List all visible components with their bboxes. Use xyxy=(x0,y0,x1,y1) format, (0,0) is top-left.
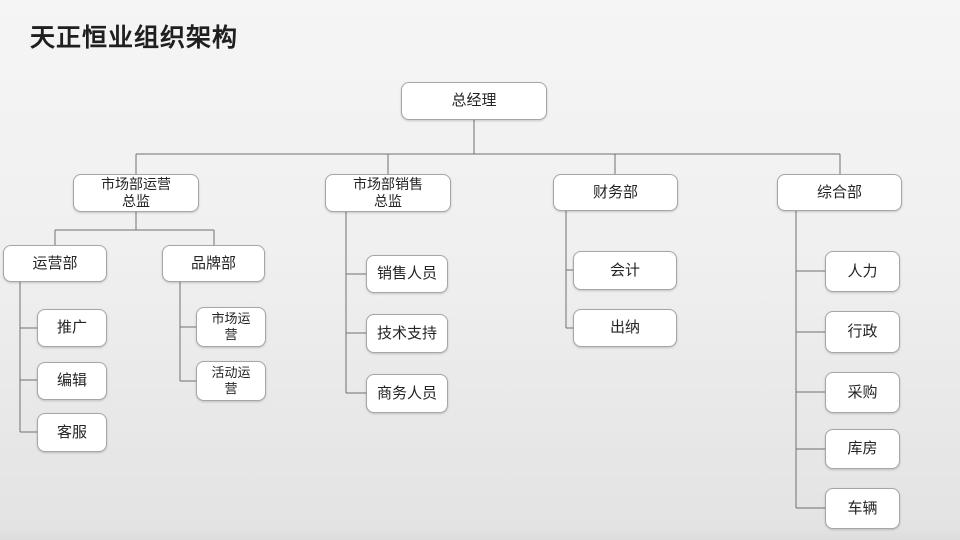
org-node-tech-support: 技术支持 xyxy=(366,314,448,353)
org-node-promotion: 推广 xyxy=(37,309,107,347)
org-node-customer-service: 客服 xyxy=(37,413,107,452)
org-node-label: 客服 xyxy=(56,423,87,441)
org-node-event-operations: 活动运 营 xyxy=(196,361,266,401)
org-node-general-manager: 总经理 xyxy=(401,82,547,120)
org-node-label: 人力 xyxy=(847,262,878,280)
org-node-human-resources: 人力 xyxy=(825,251,900,292)
slide-title: 天正恒业组织架构 xyxy=(30,24,239,52)
org-node-label: 商务人员 xyxy=(376,384,437,402)
org-node-label: 总经理 xyxy=(451,92,497,109)
org-node-vehicles: 车辆 xyxy=(825,488,900,529)
org-node-label: 销售人员 xyxy=(376,265,437,282)
org-node-label: 品牌部 xyxy=(190,254,236,272)
org-node-warehouse: 库房 xyxy=(825,429,900,469)
org-node-label: 市场部运营 总监 xyxy=(101,176,171,209)
org-node-administration: 行政 xyxy=(825,311,900,353)
org-node-label: 库房 xyxy=(847,440,878,457)
org-node-label: 行政 xyxy=(847,323,878,340)
org-node-cashier: 出纳 xyxy=(573,309,677,347)
org-node-brand-dept: 品牌部 xyxy=(162,245,265,282)
org-node-label: 车辆 xyxy=(847,499,878,517)
org-node-label: 技术支持 xyxy=(376,324,437,342)
org-node-finance-dept: 财务部 xyxy=(553,174,678,211)
org-node-label: 会计 xyxy=(609,261,640,279)
org-node-label: 出纳 xyxy=(609,319,640,336)
org-node-general-affairs-dept: 综合部 xyxy=(777,174,902,211)
org-node-label: 财务部 xyxy=(592,183,638,201)
org-node-label: 市场运 营 xyxy=(211,311,251,342)
org-node-label: 推广 xyxy=(56,319,87,336)
org-node-business-staff: 商务人员 xyxy=(366,374,448,413)
org-node-marketing-ops-director: 市场部运营 总监 xyxy=(73,174,199,212)
org-node-label: 活动运 营 xyxy=(211,365,251,396)
org-node-marketing-sales-director: 市场部销售 总监 xyxy=(325,174,451,212)
org-node-editing: 编辑 xyxy=(37,362,107,400)
org-node-accounting: 会计 xyxy=(573,251,677,290)
org-node-operations-dept: 运营部 xyxy=(3,245,107,282)
org-node-label: 编辑 xyxy=(56,372,87,389)
org-node-market-operations: 市场运 营 xyxy=(196,307,266,347)
org-node-label: 市场部销售 总监 xyxy=(353,176,423,209)
org-node-label: 采购 xyxy=(847,383,878,401)
org-node-label: 综合部 xyxy=(816,183,862,201)
org-node-label: 运营部 xyxy=(32,254,78,272)
org-node-sales-staff: 销售人员 xyxy=(366,255,448,293)
org-node-procurement: 采购 xyxy=(825,372,900,413)
